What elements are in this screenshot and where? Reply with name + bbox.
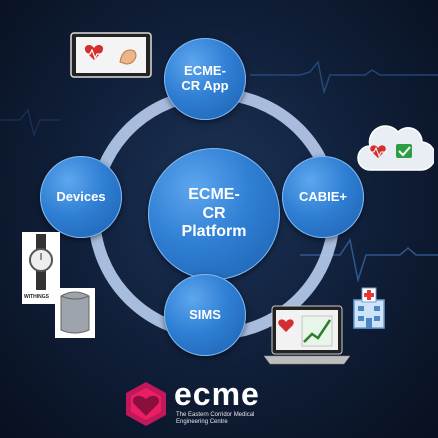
ecg-trace-mid	[300, 238, 438, 283]
center-node-platform: ECME- CR Platform	[148, 148, 280, 280]
node-sims: SIMS	[164, 274, 246, 356]
withings-label: WITHINGS	[24, 294, 49, 300]
laptop-chart-icon	[264, 305, 350, 365]
blood-pressure-cuff-icon	[55, 288, 95, 338]
ecme-wordmark: ecme	[174, 376, 260, 412]
smartwatch-icon: WITHINGS	[22, 232, 60, 304]
ecme-heart-logo-icon	[126, 382, 166, 426]
node-ecme-cr-app: ECME- CR App	[164, 38, 246, 120]
cloud-check-icon	[357, 125, 434, 171]
ecme-brand: ecme The Eastern Corridor Medical Engine…	[122, 376, 322, 434]
ecg-trace-top	[250, 60, 438, 95]
ecg-trace-left	[0, 108, 60, 137]
ecme-tagline: The Eastern Corridor Medical Engineering…	[176, 412, 255, 426]
tablet-heart-icon	[70, 32, 152, 78]
hospital-icon	[353, 287, 385, 329]
node-cabie: CABIE+	[282, 156, 364, 238]
node-devices: Devices	[40, 156, 122, 238]
